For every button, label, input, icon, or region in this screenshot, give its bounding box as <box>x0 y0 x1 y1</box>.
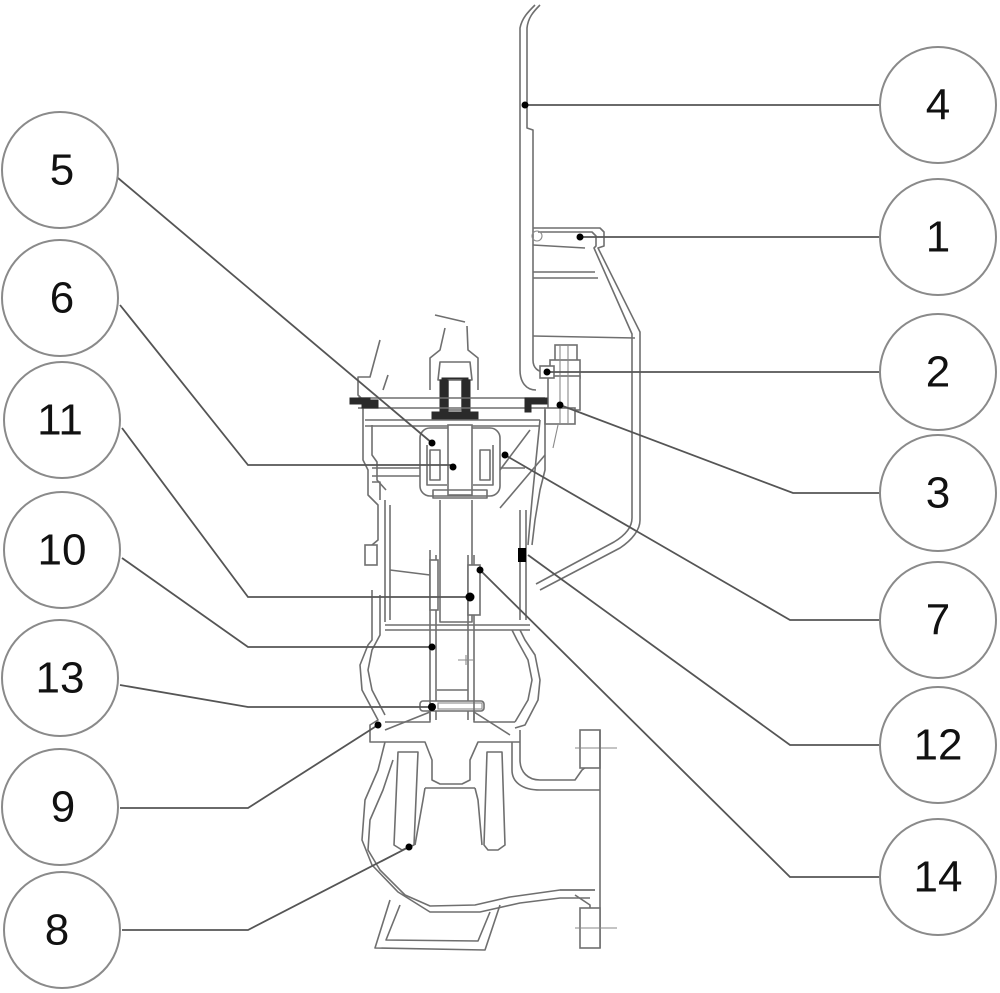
callout-label-9: 9 <box>51 783 75 832</box>
upper-bearing-housing <box>372 424 546 509</box>
callout-label-6: 6 <box>50 274 74 323</box>
leader-dot-12 <box>518 548 526 562</box>
callout-9: 9 <box>1 748 119 866</box>
leader-dot-5 <box>428 439 436 447</box>
oil-chamber-casing <box>359 590 541 743</box>
leader-dot-4 <box>521 101 529 109</box>
leader-line-3 <box>559 404 880 494</box>
bolt-assembly <box>539 344 581 449</box>
callout-label-10: 10 <box>38 526 87 575</box>
leader-line-13 <box>119 684 432 708</box>
leader-line-11 <box>121 427 470 598</box>
callout-12: 12 <box>879 686 997 804</box>
callout-label-1: 1 <box>926 213 950 262</box>
callout-label-3: 3 <box>926 469 950 518</box>
callout-14: 14 <box>879 818 997 936</box>
motor-top-cover <box>349 314 548 427</box>
leader-line-6 <box>119 304 455 466</box>
callout-7: 7 <box>879 561 997 679</box>
leader-dot-3 <box>556 401 564 409</box>
leader-line-10 <box>121 557 432 648</box>
callout-4: 4 <box>879 46 997 164</box>
lifting-handle <box>519 4 546 391</box>
motor-shaft <box>429 500 481 720</box>
leader-lines <box>117 101 880 931</box>
callout-label-13: 13 <box>36 654 85 703</box>
callout-label-12: 12 <box>914 721 963 770</box>
callout-6: 6 <box>1 239 119 357</box>
lower-seal <box>419 700 485 712</box>
leader-dot-2 <box>543 368 551 376</box>
motor-housing <box>362 410 546 631</box>
callout-8: 8 <box>3 871 121 989</box>
callouts: 4 1 2 3 7 12 14 5 <box>1 46 997 989</box>
leader-dot-6 <box>449 463 457 471</box>
callout-11: 11 <box>3 361 121 479</box>
discharge-flange <box>511 729 617 949</box>
leader-dot-13 <box>428 703 436 711</box>
leader-dot-7 <box>501 451 509 459</box>
pump-volute <box>361 741 595 951</box>
callout-label-5: 5 <box>50 146 74 195</box>
leader-line-9 <box>120 724 379 809</box>
callout-label-14: 14 <box>914 853 963 902</box>
callout-label-2: 2 <box>926 348 950 397</box>
callout-10: 10 <box>3 491 121 609</box>
callout-label-8: 8 <box>45 906 69 955</box>
motor-cover-bracket <box>531 227 641 591</box>
pump-drawing <box>349 4 641 951</box>
callout-label-7: 7 <box>926 596 950 645</box>
callout-1: 1 <box>879 178 997 296</box>
leader-line-12 <box>527 554 880 746</box>
leader-line-8 <box>122 846 410 931</box>
leader-line-5 <box>117 177 433 444</box>
callout-13: 13 <box>1 619 119 737</box>
callout-5: 5 <box>1 111 119 229</box>
leader-dot-8 <box>405 843 413 851</box>
callout-label-11: 11 <box>37 396 83 445</box>
leader-dot-11 <box>465 592 475 602</box>
leader-dot-1 <box>576 233 584 241</box>
callout-2: 2 <box>879 313 997 431</box>
leader-dot-14 <box>476 566 484 574</box>
callout-label-4: 4 <box>926 81 950 130</box>
callout-3: 3 <box>879 434 997 552</box>
leader-line-14 <box>479 569 880 878</box>
leader-line-7 <box>504 454 880 621</box>
leader-dot-9 <box>374 721 382 729</box>
leader-dot-10 <box>428 643 436 651</box>
